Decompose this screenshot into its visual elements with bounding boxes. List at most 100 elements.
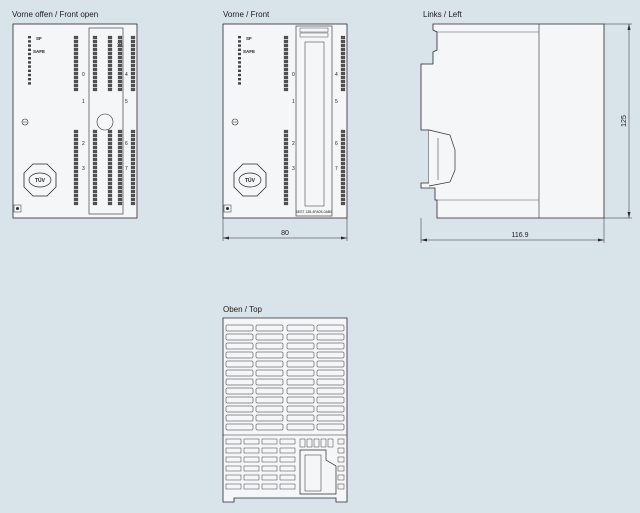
terminal-segment xyxy=(92,35,98,40)
terminal-segment xyxy=(130,193,136,198)
connector-slot xyxy=(337,456,345,463)
terminal-segment xyxy=(107,51,113,56)
terminal-segment xyxy=(107,157,113,162)
terminal-segment xyxy=(340,169,346,174)
connector-slot xyxy=(337,474,345,481)
terminal-segment xyxy=(117,193,123,198)
status-led xyxy=(238,36,241,39)
terminal-segment xyxy=(92,87,98,92)
terminal-segment xyxy=(107,67,113,72)
terminal-segment xyxy=(340,71,346,76)
terminal-segment xyxy=(130,141,136,146)
terminal-segment xyxy=(92,177,98,182)
terminal-segment xyxy=(340,137,346,142)
front-open-channel-1: 1 xyxy=(82,99,85,105)
contact-pin xyxy=(313,438,320,448)
terminal-segment xyxy=(73,141,79,146)
depth-dimension-value: 116.9 xyxy=(512,232,529,239)
terminal-segment xyxy=(73,79,79,84)
terminal-segment xyxy=(130,87,136,92)
width-dimension-line xyxy=(222,218,348,241)
terminal-segment xyxy=(73,149,79,154)
front-open-corner-mark xyxy=(13,204,22,213)
terminal-segment xyxy=(340,133,346,138)
connector-slot xyxy=(243,465,260,472)
status-led xyxy=(238,57,241,60)
vent-slot xyxy=(316,351,345,359)
terminal-segment xyxy=(340,87,346,92)
connector-slot xyxy=(279,483,296,490)
terminal-segment xyxy=(130,165,136,170)
terminal-segment xyxy=(130,161,136,166)
terminal-segment xyxy=(283,79,289,84)
connector-slot xyxy=(261,447,278,454)
vent-slot xyxy=(225,396,254,404)
vent-slot xyxy=(225,378,254,386)
terminal-segment xyxy=(107,133,113,138)
terminal-segment xyxy=(92,157,98,162)
terminal-segment xyxy=(130,197,136,202)
terminal-segment xyxy=(340,149,346,154)
front-open-tuv-badge: TÜV xyxy=(23,163,57,197)
terminal-segment xyxy=(340,39,346,44)
terminal-segment xyxy=(340,181,346,186)
terminal-segment xyxy=(92,181,98,186)
front-open-channel-7: 7 xyxy=(125,166,128,172)
terminal-segment xyxy=(117,145,123,150)
status-led xyxy=(28,65,31,68)
terminal-segment xyxy=(107,153,113,158)
vent-slot xyxy=(316,369,345,377)
terminal-segment xyxy=(130,169,136,174)
front-open-led-column xyxy=(28,36,31,85)
vent-slot xyxy=(316,414,345,422)
terminal-segment xyxy=(283,173,289,178)
terminal-segment xyxy=(73,67,79,72)
vent-slot xyxy=(286,414,315,422)
contact-pin xyxy=(306,438,313,448)
terminal-segment xyxy=(117,149,123,154)
vent-slot xyxy=(255,333,284,341)
connector-slot xyxy=(243,447,260,454)
vent-slot xyxy=(286,351,315,359)
terminal-segment xyxy=(130,43,136,48)
terminal-segment xyxy=(283,201,289,206)
vent-slot xyxy=(225,423,254,431)
terminal-segment xyxy=(283,67,289,72)
front-channel-4: 4 xyxy=(335,72,338,78)
vent-slot xyxy=(316,333,345,341)
height-dimension-value: 125 xyxy=(621,115,628,127)
status-led xyxy=(28,61,31,64)
terminal-segment xyxy=(73,83,79,88)
terminal-segment xyxy=(130,55,136,60)
vent-slot xyxy=(316,405,345,413)
terminal-segment xyxy=(283,169,289,174)
terminal-segment xyxy=(92,83,98,88)
terminal-segment xyxy=(130,35,136,40)
vent-slot xyxy=(286,387,315,395)
front-sf-label: SF xyxy=(246,36,252,41)
terminal-segment xyxy=(107,181,113,186)
terminal-segment xyxy=(107,141,113,146)
terminal-segment xyxy=(107,177,113,182)
terminal-segment xyxy=(73,197,79,202)
connector-slot xyxy=(243,456,260,463)
terminal-segment xyxy=(340,35,346,40)
terminal-segment xyxy=(107,197,113,202)
depth-dimension-line xyxy=(420,218,605,243)
connector-slot xyxy=(243,483,260,490)
terminal-segment xyxy=(117,87,123,92)
front-open-channel-2: 2 xyxy=(82,141,85,147)
terminal-segment xyxy=(117,181,123,186)
front-open-view-title: Vorne offen / Front open xyxy=(12,10,99,19)
terminal-segment xyxy=(130,177,136,182)
terminal-segment xyxy=(92,201,98,206)
terminal-segment xyxy=(117,153,123,158)
terminal-segment xyxy=(92,63,98,68)
terminal-segment xyxy=(117,201,123,206)
terminal-segment xyxy=(73,71,79,76)
terminal-segment xyxy=(92,129,98,134)
vent-slot xyxy=(255,324,284,332)
terminal-segment xyxy=(92,51,98,56)
terminal-segment xyxy=(107,137,113,142)
